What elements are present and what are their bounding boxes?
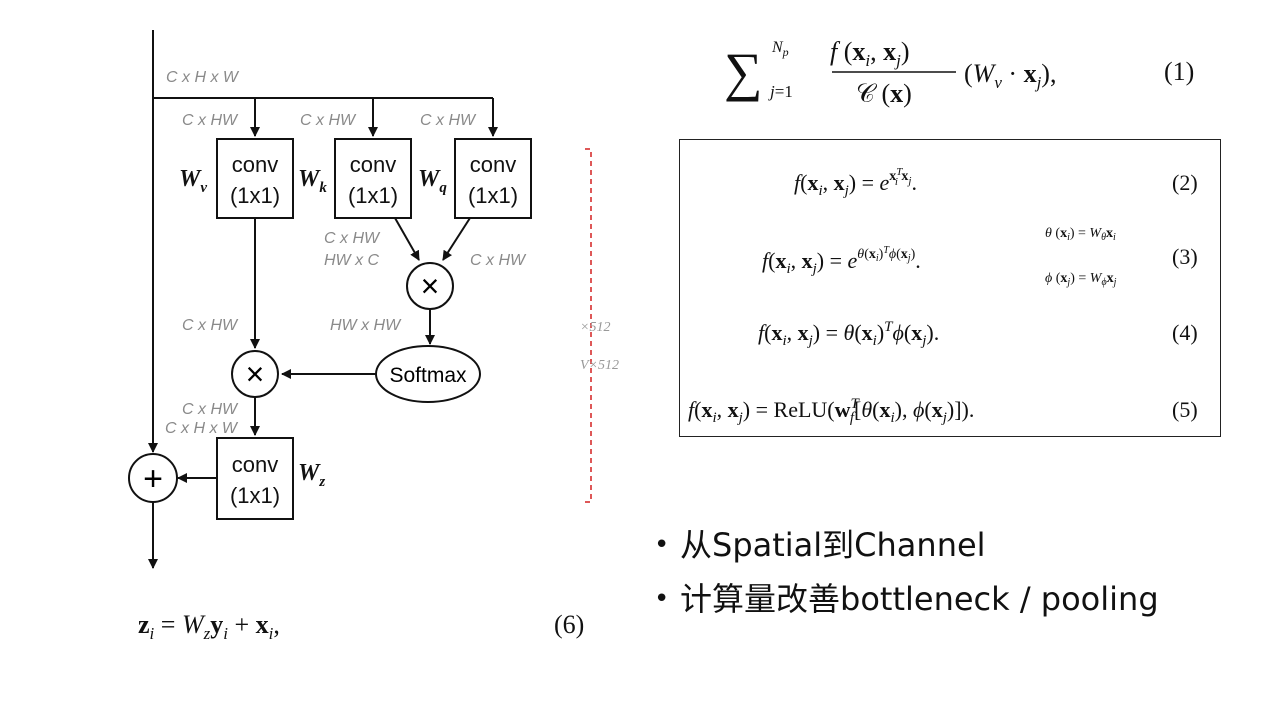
weight-v-label: Wv <box>179 166 207 196</box>
conv-q-label: conv <box>470 152 516 177</box>
conv-v-box <box>216 138 294 219</box>
eq3-phi-def: ϕ (xj) = Wϕxj <box>1045 271 1117 288</box>
weight-z-label: Wz <box>298 460 325 490</box>
bullet-text: 计算量改善bottleneck / pooling <box>680 580 1159 618</box>
residual-add-symbol: + <box>143 460 163 498</box>
eq4-formula: f(xi, xj) = θ(xi)Tϕ(xj). <box>758 319 939 349</box>
side-mark-2: V×512 <box>580 358 619 373</box>
notes-list: • 从Spatial到Channel • 计算量改善bottleneck / poo… <box>654 522 1159 630</box>
dim-reshape: C x H x W <box>165 420 239 437</box>
conv-k-box <box>334 138 412 219</box>
conv-z-kernel: (1x1) <box>230 483 280 508</box>
dim-v-out: C x HW <box>182 317 239 334</box>
dim-k-out-2: HW x C <box>324 252 380 269</box>
eq1-sum: ∑ <box>724 42 763 102</box>
dim-branch-q: C x HW <box>420 112 477 129</box>
weight-q-label: Wq <box>418 166 447 196</box>
arrow-q-to-mul <box>442 217 471 261</box>
arrow-k-to-mul <box>394 217 420 261</box>
dim-k-out-1: C x HW <box>324 230 381 247</box>
dim-branch-k: C x HW <box>300 112 357 129</box>
conv-z-label: conv <box>232 452 278 477</box>
conv-q-box <box>454 138 532 219</box>
dim-q-out: C x HW <box>470 252 527 269</box>
eq4-number: (4) <box>1172 320 1198 345</box>
conv-z-box <box>216 437 294 520</box>
dim-branch-v: C x HW <box>182 112 239 129</box>
eq1-denominator: 𝒞 (x) <box>856 79 912 109</box>
eq1-sum-lower: j=1 <box>768 82 793 101</box>
side-mark-1: ×512 <box>580 320 610 335</box>
eq5-number: (5) <box>1172 397 1198 422</box>
conv-q-kernel: (1x1) <box>468 183 518 208</box>
matmul-upper-symbol: × <box>421 268 440 304</box>
eq1-numerator: f (xi, xj) <box>830 37 910 70</box>
dim-attention: HW x HW <box>330 317 402 334</box>
eq3-theta-def: θ (xi) = Wθxi <box>1045 226 1116 243</box>
softmax-label: Softmax <box>389 364 467 387</box>
eq2-number: (2) <box>1172 170 1198 195</box>
equation-1: ∑ Np j=1 f (xi, xj) 𝒞 (x) (Wv · xj), (1) <box>724 37 1194 109</box>
conv-v-kernel: (1x1) <box>230 183 280 208</box>
list-item: • 计算量改善bottleneck / pooling <box>654 576 1159 630</box>
conv-k-kernel: (1x1) <box>348 183 398 208</box>
non-local-block-diagram: conv (1x1) conv (1x1) conv (1x1) conv (1… <box>128 30 619 569</box>
list-item: • 从Spatial到Channel <box>654 522 1159 576</box>
eq1-sum-upper: Np <box>771 39 789 59</box>
eq1-number: (1) <box>1164 57 1194 86</box>
dim-input: C x H x W <box>166 69 240 86</box>
eq6-number: (6) <box>554 610 584 639</box>
eq3-formula: f(xi, xj) = eθ(xi)Tϕ(xj). <box>762 245 921 277</box>
weight-k-label: Wk <box>298 166 327 196</box>
dashed-bracket <box>583 148 592 503</box>
conv-v-label: conv <box>232 152 278 177</box>
matmul-lower-symbol: × <box>246 356 265 392</box>
eq3-number: (3) <box>1172 244 1198 269</box>
bullet-icon: • <box>654 530 670 560</box>
conv-k-label: conv <box>350 152 396 177</box>
dim-mul-out: C x HW <box>182 401 239 418</box>
bullet-text: 从Spatial到Channel <box>680 526 986 564</box>
eq1-value-term: (Wv · xj), <box>964 59 1056 92</box>
eq6-formula: zi = Wzyi + xi, <box>138 610 280 643</box>
bullet-icon: • <box>654 584 670 614</box>
equation-6: zi = Wzyi + xi, (6) <box>138 610 584 643</box>
